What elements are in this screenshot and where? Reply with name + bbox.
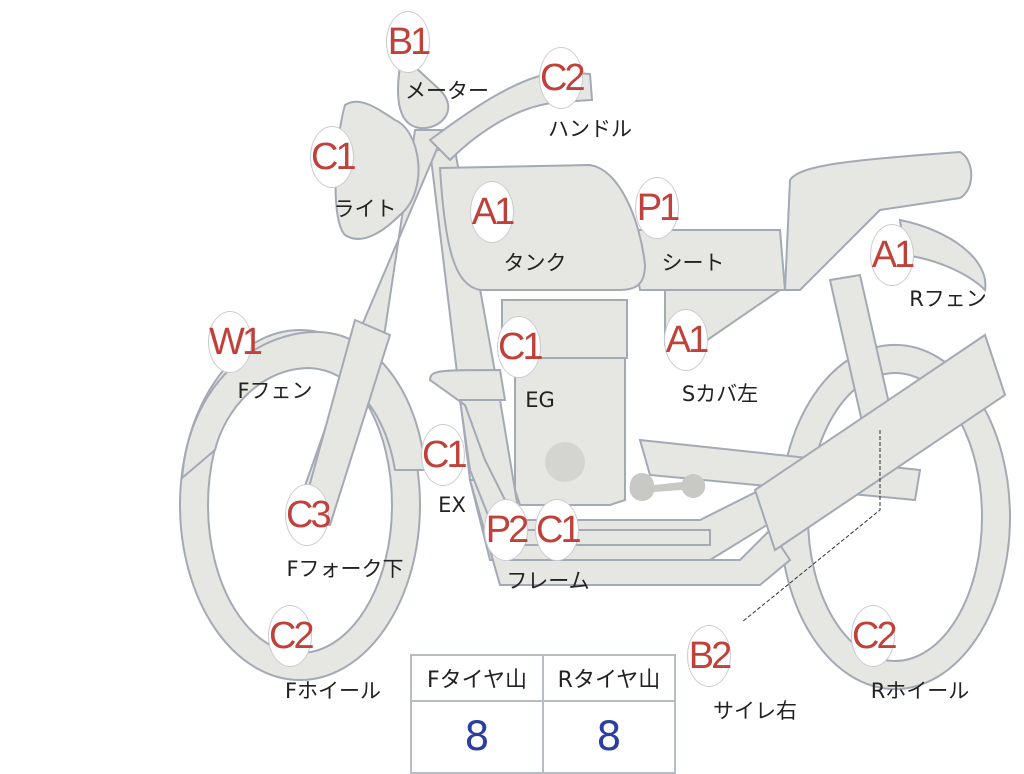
grade-badge-fork-lower: C3 xyxy=(285,484,332,546)
grade-badge-engine: C1 xyxy=(497,316,544,378)
grade-badge-rear-fender: A1 xyxy=(870,224,915,286)
label-tank: タンク xyxy=(503,251,567,275)
grade-badge-meter: B1 xyxy=(386,11,431,73)
grade-badge-light: C1 xyxy=(310,126,357,188)
rear-tire-header: Rタイヤ山 xyxy=(542,654,676,702)
label-handle: ハンドル xyxy=(548,117,632,141)
rear-wheel xyxy=(778,344,1012,690)
grade-badge-frame: C1 xyxy=(535,499,582,561)
front-tire-value: 8 xyxy=(410,700,544,774)
label-frame: フレーム xyxy=(506,569,590,593)
label-rear-fender: Rフェン xyxy=(909,287,987,311)
label-muffler: サイレ右 xyxy=(713,699,797,723)
headlight xyxy=(334,100,420,240)
label-engine: EG xyxy=(525,388,555,412)
grade-badge-frame-paint: P2 xyxy=(484,499,529,561)
label-meter: メーター xyxy=(405,79,489,103)
label-exhaust: EX xyxy=(438,493,466,517)
tire-tread-table: Fタイヤ山 Rタイヤ山 8 8 xyxy=(410,654,676,774)
grade-badge-rear-wheel: C2 xyxy=(851,605,898,667)
fork-lower xyxy=(298,318,392,527)
muffler-guide xyxy=(741,430,881,623)
engine xyxy=(514,357,626,506)
grade-badge-muffler: B2 xyxy=(687,625,732,687)
rear-fender xyxy=(898,218,987,293)
shift-pedal xyxy=(629,473,706,501)
grade-badge-handle: C2 xyxy=(539,47,586,109)
label-fork-lower: Fフォーク下 xyxy=(286,557,404,581)
engine-cover xyxy=(545,442,585,482)
label-rear-wheel: Rホイール xyxy=(870,679,970,703)
grade-badge-front-fender: W1 xyxy=(208,311,263,373)
grade-badge-tank: A1 xyxy=(470,181,515,243)
front-tire-header: Fタイヤ山 xyxy=(410,654,544,702)
seat-rear xyxy=(783,150,973,291)
label-side-cover: Sカバ左 xyxy=(681,382,759,406)
rear-tire-value: 8 xyxy=(542,700,676,774)
grade-badge-exhaust: C1 xyxy=(421,424,468,486)
label-seat: シート xyxy=(661,251,725,275)
label-front-fender: Fフェン xyxy=(237,379,313,403)
label-light: ライト xyxy=(333,197,397,221)
grade-badge-front-wheel: C2 xyxy=(268,605,315,667)
grade-badge-side-cover: A1 xyxy=(664,309,709,371)
grade-badge-seat: P1 xyxy=(635,177,680,239)
label-front-wheel: Fホイール xyxy=(284,679,382,703)
meter xyxy=(397,53,450,130)
